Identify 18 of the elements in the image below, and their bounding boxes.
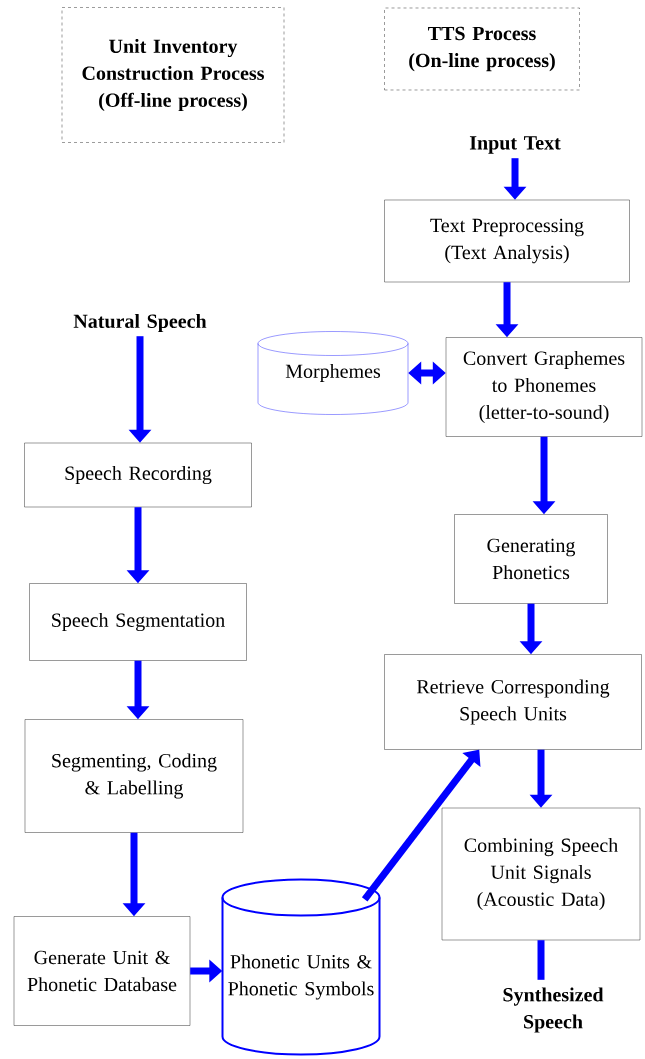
process-box: Speech Recording [24,442,252,508]
node-label: Morphemes [285,363,381,383]
process-box: Combining Speech Unit Signals (Acoustic Data) [441,807,641,941]
flow-label: Synthesized Speech [503,987,604,1033]
process-box: Generate Unit & Phonetic Database [13,916,191,1026]
database-cylinder: Morphemes [257,331,409,415]
database-cylinder: Phonetic Units & Phonetic Symbols [221,878,381,1056]
process-box: Speech Segmentation [29,583,247,661]
flow-label: Natural Speech [73,313,207,333]
process-box: Generating Phonetics [454,514,608,604]
flow-label: Input Text [469,136,561,154]
process-box: Segmenting, Coding & Labelling [24,719,244,833]
process-box: Retrieve Corresponding Speech Units [384,654,642,750]
process-box: Text Preprocessing (Text Analysis) [384,199,630,283]
process-label-box: TTS Process (On-line process) [384,7,580,91]
process-label-box: Unit Inventory Construction Process (Off-line process) [61,7,285,143]
process-box: Convert Graphemes to Phonemes (letter-to-sound) [445,337,643,437]
node-label: Phonetic Units & Phonetic Symbols [228,954,374,1000]
